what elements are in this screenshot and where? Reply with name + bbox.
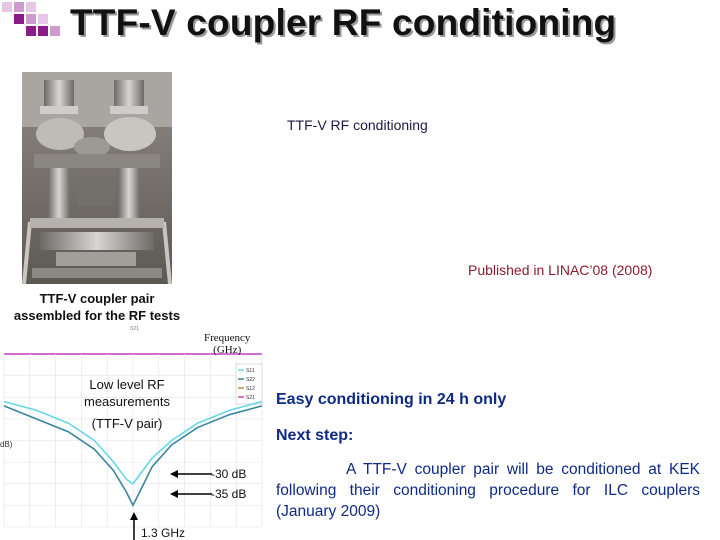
photo-caption-line-1: TTF-V coupler pair bbox=[39, 291, 155, 306]
chart-top-label: S21 bbox=[130, 326, 139, 332]
legend-s21: S21 bbox=[246, 395, 255, 401]
rf-conditioning-label: TTF-V RF conditioning bbox=[287, 117, 428, 133]
photo-caption-line-2: assembled for the RF tests bbox=[13, 308, 181, 323]
marker-arrows bbox=[130, 470, 212, 540]
legend-s12: S12 bbox=[246, 386, 255, 392]
decorative-squares bbox=[2, 2, 60, 36]
marker-minus-35-db: -35 dB bbox=[211, 487, 246, 501]
measurements-caption: Low level RF measurements bbox=[72, 376, 182, 410]
chart-curves bbox=[3, 400, 263, 508]
chart-legend: S11 S22 S12 S21 bbox=[235, 363, 263, 405]
frequency-label-line-1: Frequency bbox=[204, 332, 251, 344]
easy-conditioning-heading: Easy conditioning in 24 h only bbox=[276, 391, 507, 408]
legend-s11: S11 bbox=[246, 368, 255, 374]
series-line-s22 bbox=[3, 405, 263, 508]
frequency-label-line-2: (GHz) bbox=[213, 344, 242, 356]
measurements-line-1: Low level RF bbox=[89, 377, 165, 392]
marker-minus-30-db: -30 dB bbox=[211, 467, 246, 481]
series-line-s11 bbox=[3, 400, 263, 485]
measurements-line-2: measurements bbox=[84, 394, 170, 409]
page-title: TTF-V coupler RF conditioning bbox=[70, 2, 617, 43]
frequency-label: Frequency (GHz) bbox=[204, 332, 250, 356]
next-step-text: A TTF-V coupler pair will be conditioned… bbox=[276, 459, 700, 522]
s-parameter-chart: S21 S11 S22 S12 S21 dB) -30 dB -35 dB 1.… bbox=[0, 326, 272, 540]
legend-s22: S22 bbox=[246, 377, 255, 383]
photo-caption: TTF-V coupler pair assembled for the RF … bbox=[6, 290, 188, 324]
coupler-photo bbox=[22, 72, 172, 284]
next-step-heading: Next step: bbox=[276, 427, 354, 444]
measurements-line-3: (TTF-V pair) bbox=[91, 416, 163, 431]
marker-1-3-ghz: 1.3 GHz bbox=[141, 526, 185, 540]
chart-grid bbox=[3, 353, 263, 528]
published-note: Published in LINAC’08 (2008) bbox=[468, 262, 653, 278]
next-step-paragraph: A TTF-V coupler pair will be conditioned… bbox=[276, 461, 700, 520]
y-axis-side-label: dB) bbox=[0, 440, 13, 449]
